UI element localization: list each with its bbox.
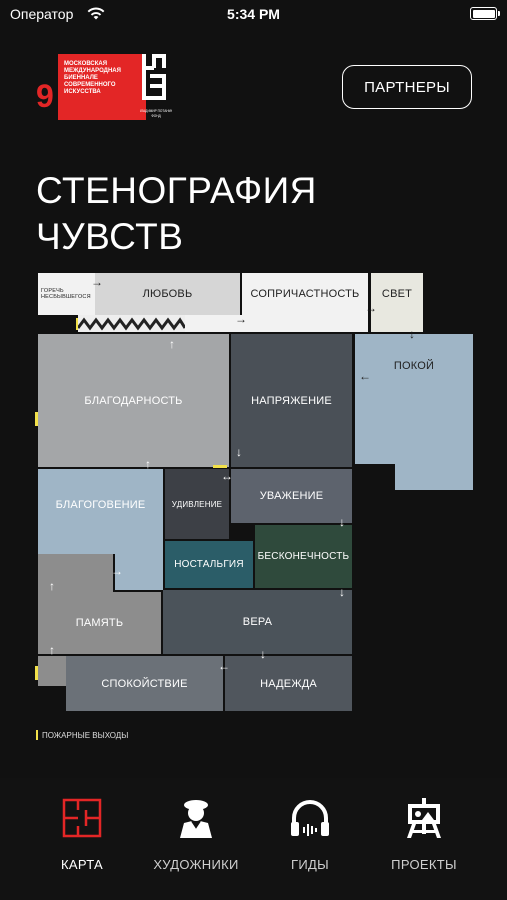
logo-line: биеннале <box>64 75 98 81</box>
tab-label: ГИДЫ <box>291 857 329 872</box>
battery-icon <box>470 7 500 20</box>
room-label: ПАМЯТЬ <box>75 617 124 629</box>
svg-text:ФОНД: ФОНД <box>151 114 161 118</box>
exhibition-map[interactable]: ГОРЕЧЬ НЕСБЫВШЕГОСЯ ЛЮБОВЬ СОПРИЧАСТНОСТ… <box>35 270 475 715</box>
room-faith[interactable]: ВЕРА <box>163 590 352 654</box>
room-infinity[interactable]: БЕСКОНЕЧНОСТЬ <box>255 525 352 588</box>
logo-line: современного <box>64 82 116 88</box>
room-label: БЛАГОДАРНОСТЬ <box>84 394 183 407</box>
room-gratitude[interactable]: БЛАГОДАРНОСТЬ <box>38 334 229 467</box>
tab-label: ХУДОЖНИКИ <box>153 857 239 872</box>
page-title: СТЕНОГРАФИЯ ЧУВСТВ <box>36 168 317 260</box>
arrow-right-icon: → <box>91 275 103 289</box>
room-surprise[interactable]: УДИВЛЕНИЕ <box>165 469 229 539</box>
partners-button[interactable]: ПАРТНЕРЫ <box>342 65 472 109</box>
status-bar: Оператор 5:34 PM <box>0 0 507 28</box>
logo-line: искусства <box>64 89 101 95</box>
tab-guides[interactable]: ГИДЫ <box>255 796 365 872</box>
fire-exit-swatch <box>36 730 38 740</box>
arrow-right-icon: → <box>111 564 123 578</box>
room-complicity[interactable]: СОПРИЧАСТНОСТЬ <box>242 273 368 315</box>
tab-bar: КАРТА ХУДОЖНИКИ ГИДЫ <box>0 778 507 900</box>
page-title-line: ЧУВСТВ <box>36 216 184 257</box>
fire-exit-marker <box>35 666 38 680</box>
room-reverence[interactable]: БЛАГОГОВЕНИЕ <box>38 469 163 554</box>
easel-icon <box>407 798 441 838</box>
arrow-down-icon: ↓ <box>409 327 415 341</box>
tab-artists[interactable]: ХУДОЖНИКИ <box>141 796 251 872</box>
arrow-down-icon: ↓ <box>236 445 242 459</box>
room-label: ПОКОЙ <box>393 360 435 372</box>
arrow-both-icon: ↔ <box>221 469 233 483</box>
logo-line: Московская <box>64 61 108 67</box>
room-reverence-lower <box>115 554 163 590</box>
tab-label: ПРОЕКТЫ <box>391 857 457 872</box>
room-calm-upper <box>38 656 66 686</box>
foundation-logo-icon: ВЛАДИМИР ПОТАНИН ФОНД <box>140 54 172 118</box>
logo-number: 9 <box>36 78 54 114</box>
room-label: НАПРЯЖЕНИЕ <box>251 394 332 407</box>
room-label: НОСТАЛЬГИЯ <box>174 559 244 570</box>
fire-exit-marker <box>213 465 227 468</box>
tab-projects[interactable]: ПРОЕКТЫ <box>369 796 479 872</box>
arrow-up-icon: ↑ <box>169 337 175 351</box>
corridor-white <box>185 315 368 332</box>
room-memory-main[interactable]: ПАМЯТЬ <box>38 592 161 654</box>
room-calm[interactable]: СПОКОЙСТВИЕ <box>66 656 223 711</box>
fire-exit-marker <box>76 318 78 330</box>
map-icon <box>62 798 102 838</box>
arrow-up-icon: ↑ <box>49 643 55 657</box>
room-hope[interactable]: НАДЕЖДА <box>225 656 352 711</box>
legend-label: ПОЖАРНЫЕ ВЫХОДЫ <box>42 730 129 740</box>
tab-map[interactable]: КАРТА <box>27 796 137 872</box>
svg-text:ВЛАДИМИР ПОТАНИН: ВЛАДИМИР ПОТАНИН <box>140 109 172 113</box>
clock: 5:34 PM <box>227 6 280 22</box>
arrow-right-icon: → <box>235 312 247 326</box>
room-nostalgia[interactable]: НОСТАЛЬГИЯ <box>165 541 253 588</box>
logo-text-box: Московская международная биеннале соврем… <box>58 54 146 120</box>
arrow-down-icon: ↓ <box>339 515 345 529</box>
arrow-right-icon: → <box>365 301 377 315</box>
zigzag-passage <box>78 315 185 332</box>
arrow-down-icon: ↓ <box>260 647 266 661</box>
arrow-left-icon: ← <box>218 659 230 673</box>
room-label: БЛАГОГОВЕНИЕ <box>55 498 146 511</box>
arrow-left-icon: ← <box>359 369 371 383</box>
room-respect[interactable]: УВАЖЕНИЕ <box>231 469 352 523</box>
carrier-name: Оператор <box>10 6 74 22</box>
fire-exit-marker <box>35 412 38 426</box>
arrow-down-icon: ↓ <box>339 585 345 599</box>
wifi-icon <box>87 7 105 20</box>
room-tension[interactable]: НАПРЯЖЕНИЕ <box>231 334 352 467</box>
room-label: СВЕТ <box>381 287 413 300</box>
headphones-icon <box>291 800 329 836</box>
room-light[interactable]: СВЕТ <box>371 273 423 332</box>
room-label: УВАЖЕНИЕ <box>259 490 324 502</box>
room-label: СПОКОЙСТВИЕ <box>101 677 188 690</box>
arrow-up-icon: ↑ <box>145 457 151 471</box>
room-label: НАДЕЖДА <box>260 677 317 690</box>
room-peace[interactable]: ПОКОЙ <box>355 334 473 464</box>
logo-line: международная <box>64 68 121 74</box>
room-label: ГОРЕЧЬ НЕСБЫВШЕГОСЯ <box>41 288 91 300</box>
tab-label: КАРТА <box>60 857 103 872</box>
room-sorrow[interactable]: ГОРЕЧЬ НЕСБЫВШЕГОСЯ <box>38 273 95 315</box>
room-label: БЕСКОНЕЧНОСТЬ <box>257 551 350 562</box>
page-title-line: СТЕНОГРАФИЯ <box>36 170 317 211</box>
map-legend: ПОЖАРНЫЕ ВЫХОДЫ <box>36 730 128 740</box>
room-label: СОПРИЧАСТНОСТЬ <box>250 288 360 300</box>
room-label: ВЕРА <box>242 616 273 628</box>
room-label: УДИВЛЕНИЕ <box>171 499 223 509</box>
room-peace-lower <box>395 464 473 490</box>
room-label: ЛЮБОВЬ <box>142 288 193 300</box>
arrow-up-icon: ↑ <box>49 579 55 593</box>
artist-icon <box>180 800 212 838</box>
room-love[interactable]: ЛЮБОВЬ <box>95 273 240 315</box>
